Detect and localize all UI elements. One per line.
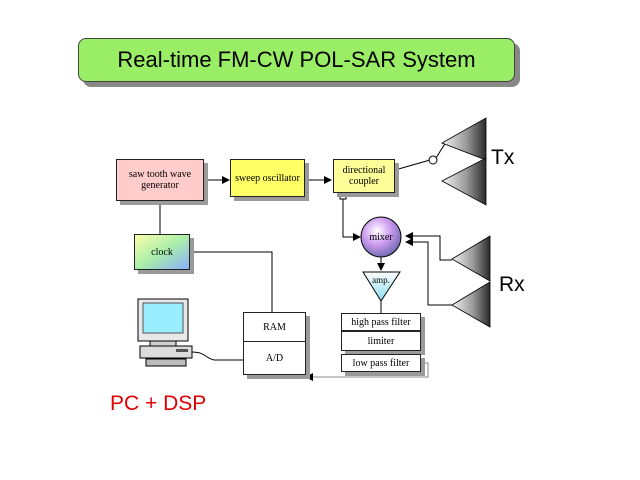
rx-antenna-upper: [451, 235, 491, 282]
link-clock-to-ram: [190, 251, 273, 312]
sweep-oscillator-block: sweep oscillator: [230, 159, 305, 197]
saw-tooth-generator-block: saw tooth wave generator: [116, 159, 204, 201]
tx-antenna-upper: [441, 117, 487, 161]
link-coupler-to-tx: [394, 159, 431, 171]
rx-label: Rx: [499, 273, 525, 296]
diagram-title: Real-time FM-CW POL-SAR System: [78, 38, 515, 82]
pc-dsp-label: PC + DSP: [110, 392, 207, 415]
link-coupler-to-mixer: [342, 199, 361, 241]
link-rx1-to-mixer: [405, 232, 452, 261]
tx-switch-arm: [435, 141, 447, 159]
high-pass-filter-block: high pass filter: [341, 313, 421, 331]
ram-block: RAM: [243, 312, 306, 342]
directional-coupler-block: directional coupler: [333, 159, 395, 193]
tx-switch-node: [428, 155, 438, 165]
tx-label: Tx: [491, 146, 515, 169]
link-lpf-to-ad: [305, 362, 429, 381]
coupler-port: [339, 192, 347, 200]
pc-icon: [137, 298, 243, 367]
limiter-block: limiter: [341, 331, 421, 351]
tx-antenna-lower: [441, 157, 487, 206]
amp-label: amp.: [372, 274, 390, 285]
clock-fill: [134, 234, 190, 270]
amp-symbol: [362, 271, 401, 302]
mixer-label: mixer: [369, 231, 393, 243]
rx-antenna-lower: [451, 281, 491, 328]
link-rx2-to-mixer: [405, 238, 452, 306]
low-pass-filter-block: low pass filter: [341, 354, 421, 372]
clock-block: clock: [134, 234, 190, 270]
ad-converter-block: A/D: [243, 341, 306, 375]
